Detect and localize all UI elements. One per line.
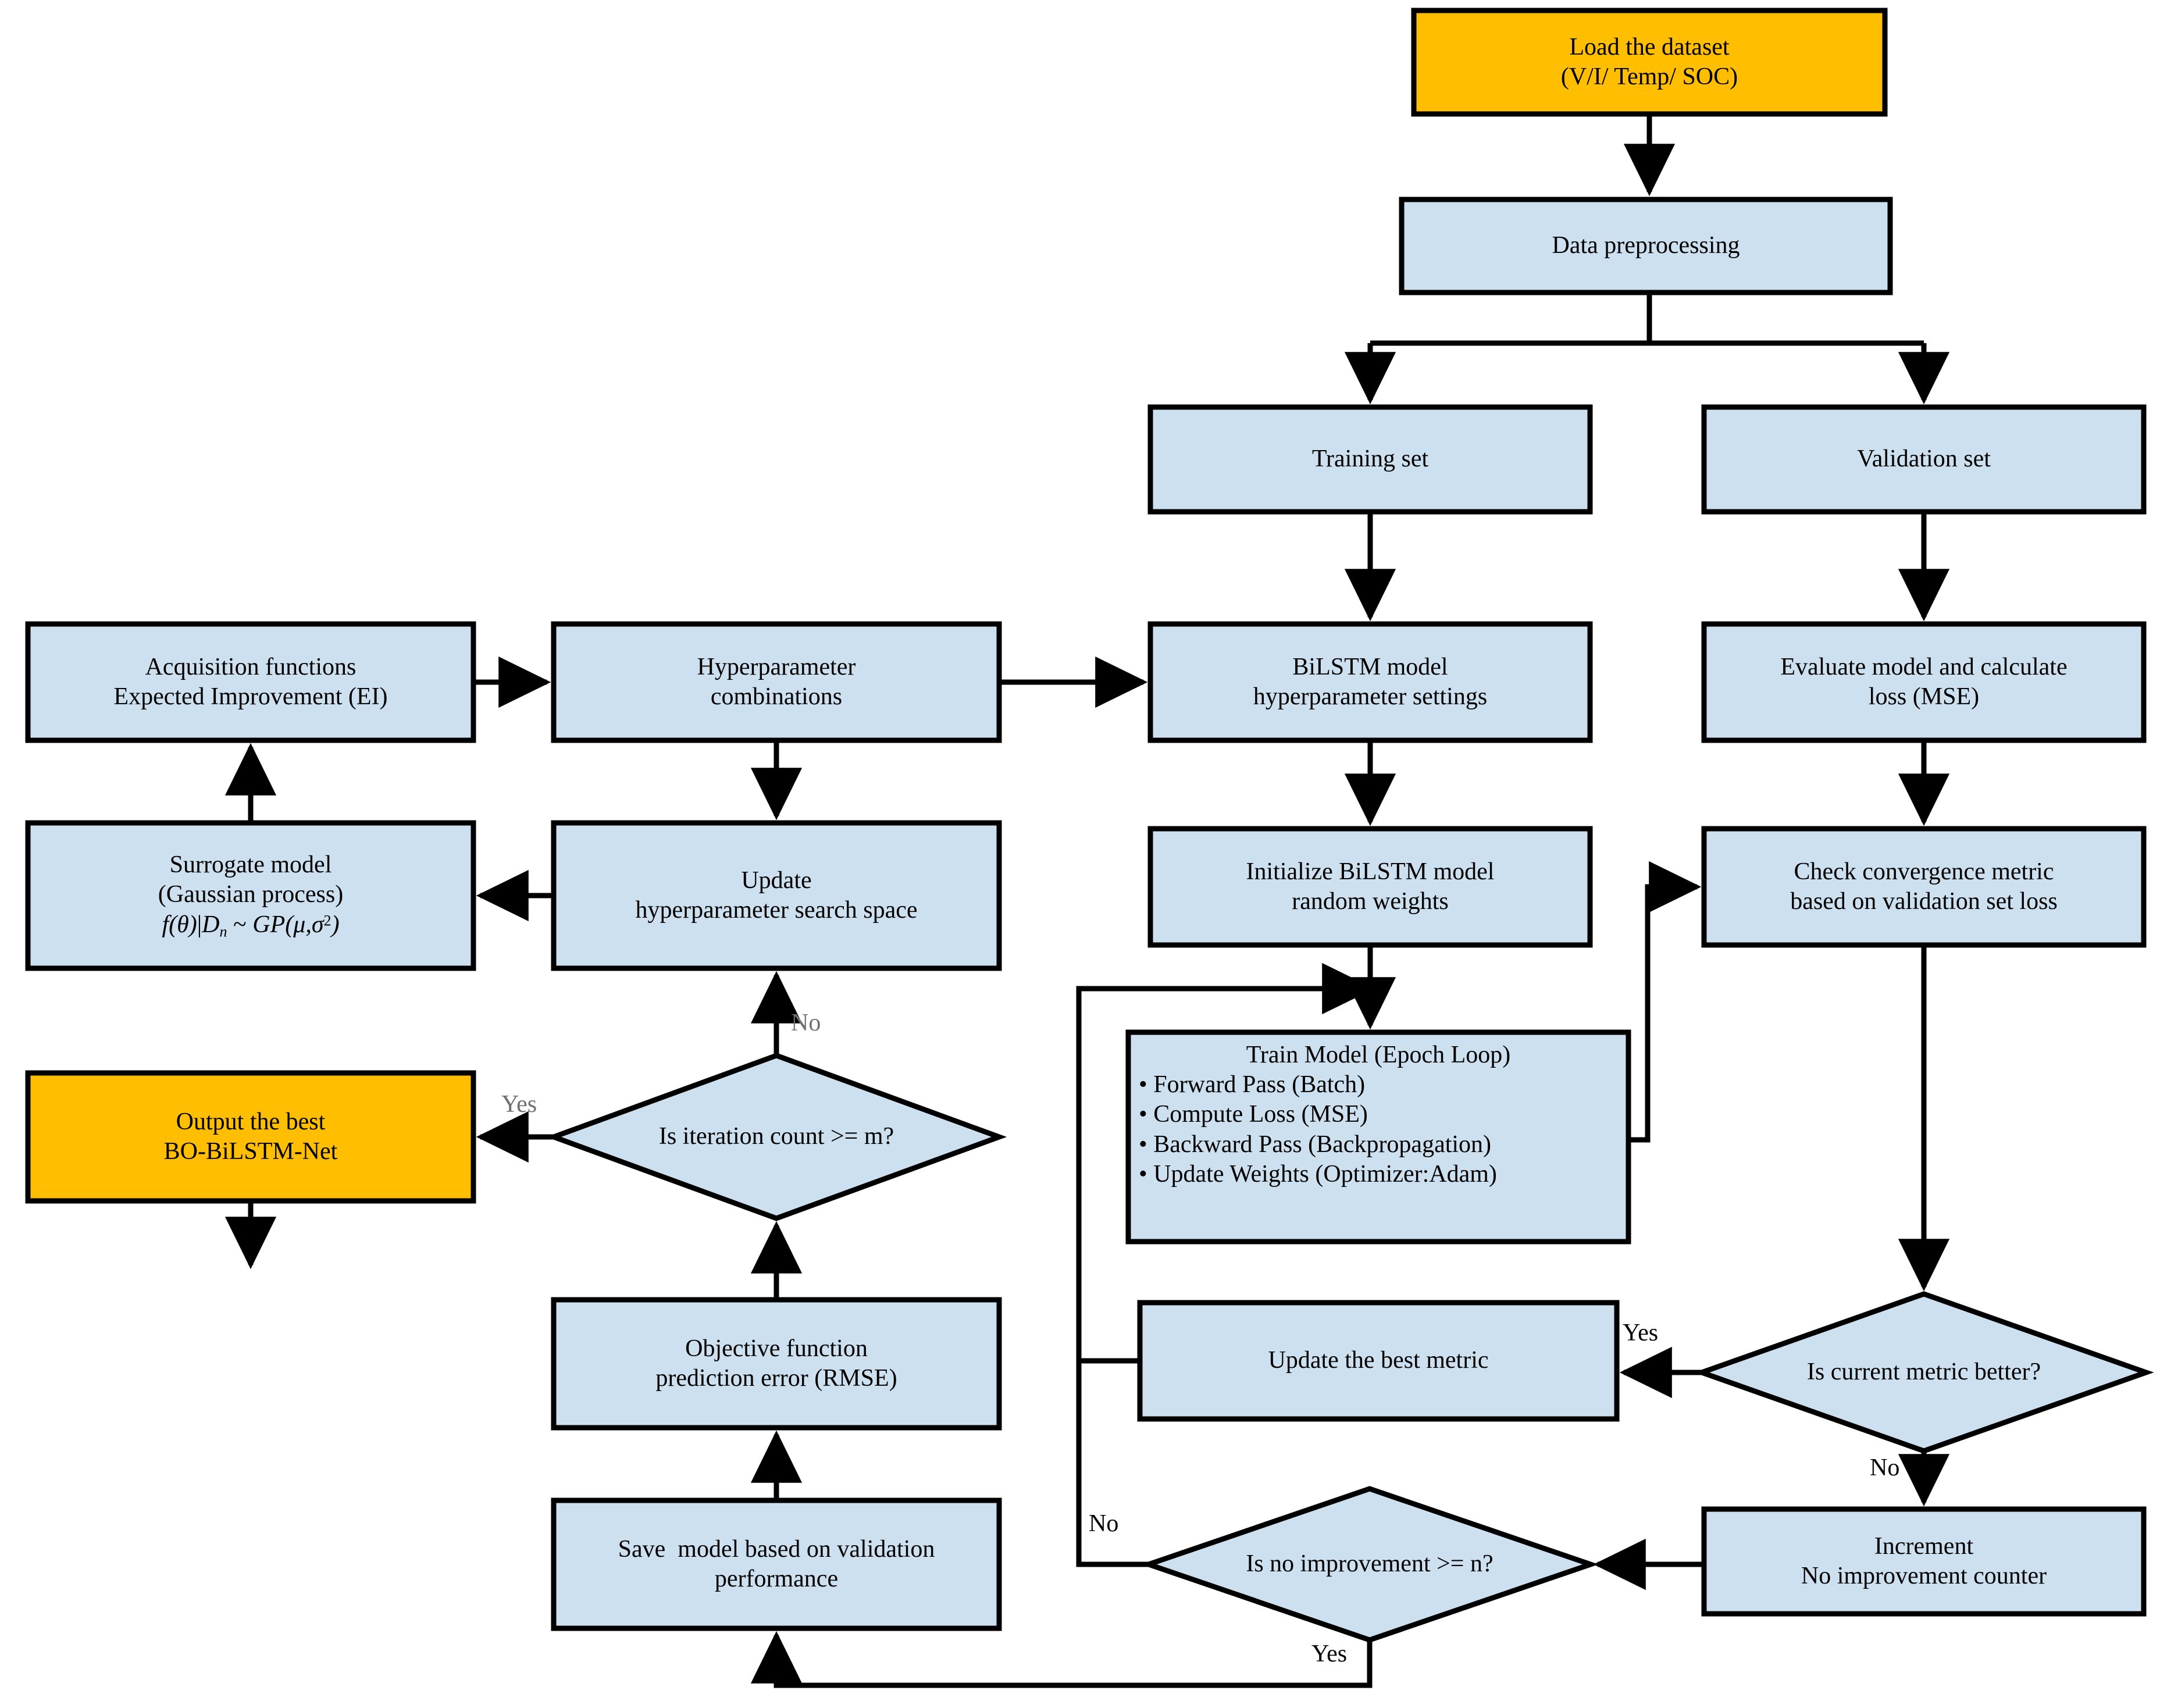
node-check-convergence bbox=[1701, 826, 2147, 948]
node-improvement-decision bbox=[1140, 1486, 1599, 1643]
node-increment-counter bbox=[1701, 1506, 2147, 1617]
node-iteration-decision bbox=[546, 1053, 1007, 1221]
edge-label-improvement-no: No bbox=[1089, 1510, 1119, 1537]
node-validation-set bbox=[1701, 404, 2147, 515]
node-evaluate-loss bbox=[1701, 621, 2147, 743]
edge-label-metric-yes: Yes bbox=[1623, 1320, 1659, 1346]
edge-improvement-no bbox=[1076, 1361, 1149, 1567]
node-surrogate-model bbox=[25, 820, 476, 971]
node-load-dataset bbox=[1411, 8, 1888, 117]
node-train-model bbox=[1125, 1029, 1631, 1245]
node-update-search-space bbox=[551, 820, 1002, 971]
edge-preprocess-bus bbox=[1370, 293, 1924, 346]
edge-update-metric-loop bbox=[1076, 962, 1375, 1364]
node-objective-function bbox=[551, 1297, 1002, 1431]
node-update-best-metric bbox=[1137, 1300, 1620, 1422]
node-save-model bbox=[551, 1497, 1002, 1631]
edge-label-iteration-yes: Yes bbox=[501, 1091, 537, 1118]
node-hyper-combinations bbox=[551, 621, 1002, 743]
node-data-preprocessing bbox=[1399, 197, 1893, 295]
node-initialize-weights bbox=[1147, 826, 1593, 948]
edge-label-iteration-no: No bbox=[791, 1010, 821, 1036]
node-bilstm-settings bbox=[1147, 621, 1593, 743]
edge-label-improvement-yes: Yes bbox=[1311, 1641, 1348, 1667]
node-training-set bbox=[1147, 404, 1593, 515]
node-output-best bbox=[25, 1070, 476, 1204]
node-metric-decision bbox=[1694, 1291, 2154, 1454]
node-acquisition bbox=[25, 621, 476, 743]
edge-train-to-check bbox=[1628, 861, 1702, 1143]
edge-label-metric-no: No bbox=[1870, 1454, 1900, 1481]
edge-improvement-yes bbox=[750, 1631, 1373, 1688]
